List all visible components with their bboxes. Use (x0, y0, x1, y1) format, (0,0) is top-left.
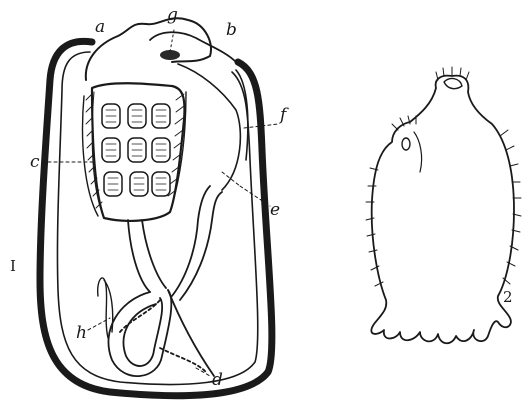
figure-1-number: I (10, 257, 16, 275)
cilia (366, 67, 521, 286)
mantle-line (178, 64, 240, 190)
label-g: g (167, 5, 178, 25)
figure-2-number: 2 (503, 288, 513, 306)
label-d: d (212, 370, 223, 390)
label-e: e (270, 200, 280, 220)
heart (98, 278, 108, 338)
label-f: f (278, 105, 289, 125)
larva-body (371, 76, 514, 344)
label-a: a (95, 17, 105, 37)
label-c: c (30, 152, 40, 172)
larva-eyespot (402, 138, 410, 150)
label-h: h (76, 323, 87, 343)
label-b: b (226, 20, 237, 40)
branchial-sac (83, 83, 186, 221)
figure-2-larva (366, 67, 521, 343)
